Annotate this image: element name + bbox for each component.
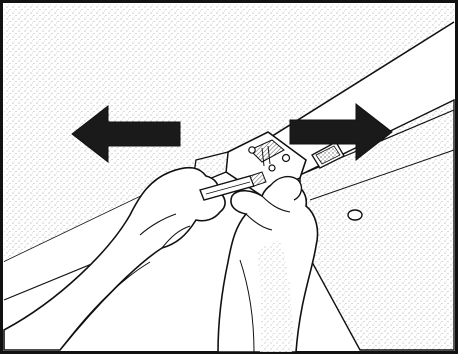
panel-hole-icon <box>348 210 362 220</box>
